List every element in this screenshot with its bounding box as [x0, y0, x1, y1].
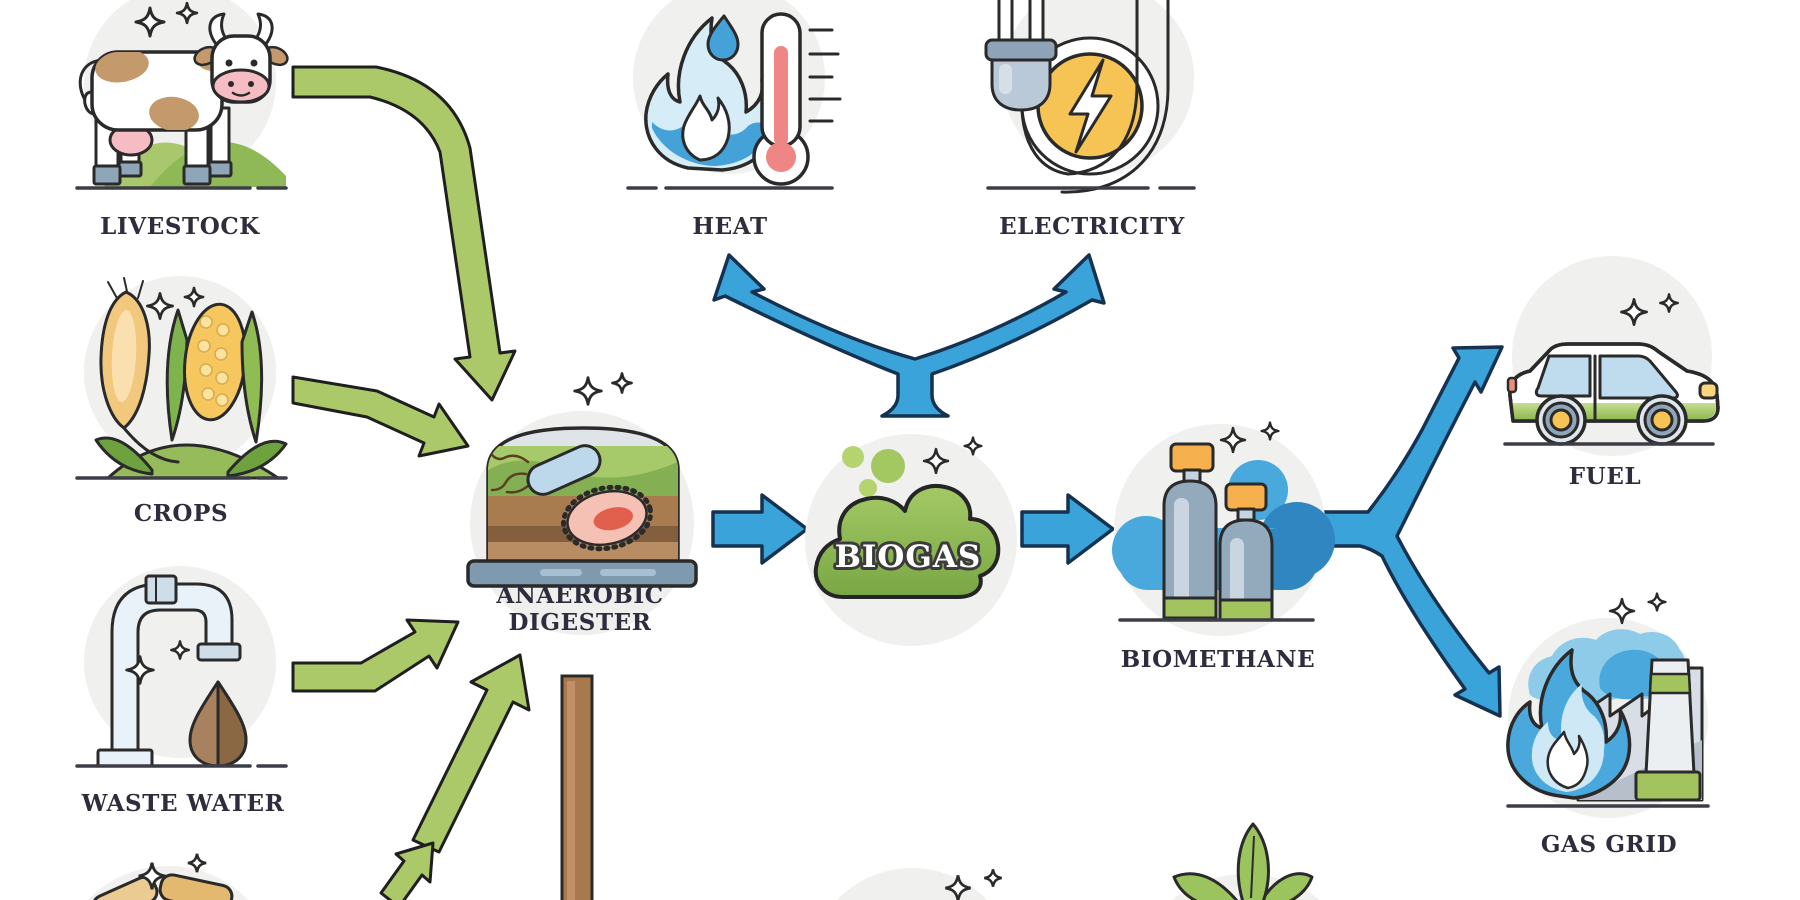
leaf	[94, 436, 154, 476]
thermometer-bulb-fill	[766, 142, 796, 172]
heat-flame-core	[681, 94, 731, 162]
plug-cap	[984, 38, 1058, 62]
arrow-crops-to-digester	[291, 375, 470, 458]
organic-waste-icon	[87, 852, 249, 900]
car-wheel	[1636, 394, 1688, 446]
tool-handle-pole	[560, 674, 594, 900]
thermometer-mercury	[774, 46, 788, 146]
power-cable	[1020, 0, 1170, 194]
plug-highlight	[999, 64, 1012, 94]
gas-bubble	[842, 446, 864, 468]
biogas-cloud	[813, 484, 1001, 599]
fuel-icon	[1503, 256, 1720, 456]
gas-bubble	[859, 479, 877, 497]
car-rear-window	[1534, 354, 1592, 398]
anaerobic-digester-icon	[466, 372, 698, 635]
gas-bubble	[871, 449, 905, 483]
waste-water-label: WASTE WATER	[81, 790, 285, 817]
leaf-vein	[1250, 835, 1255, 899]
chimney-base	[1634, 770, 1702, 802]
crops-label: CROPS	[133, 500, 229, 527]
heat-icon	[626, 0, 842, 190]
cow-mouth	[231, 91, 251, 97]
fuel-label: FUEL	[1568, 463, 1642, 490]
cow-muzzle	[211, 68, 271, 104]
arrow-biomethane-to-fuel-and-gasgrid	[1321, 345, 1504, 718]
car-headlight	[1698, 381, 1719, 400]
thermometer-ticks	[808, 28, 842, 123]
corn-cob	[165, 302, 264, 444]
plant-icon	[1172, 822, 1320, 900]
cow-nostril	[228, 81, 234, 87]
faucet-spout	[196, 642, 242, 662]
arrow-biogas-to-biomethane	[1020, 493, 1115, 565]
sparkle-icon	[983, 868, 1003, 888]
waste-water-icon	[75, 566, 288, 768]
arrow-wastewater-to-digester	[291, 618, 460, 693]
biogas-icon: BIOGAS	[805, 434, 1017, 646]
base-highlight	[540, 569, 582, 576]
plug-prong	[997, 0, 1014, 46]
water-droplet	[706, 14, 740, 62]
sparkle-icon	[611, 372, 633, 394]
sparkle-icon	[1647, 592, 1667, 612]
output-arrows	[711, 253, 1504, 718]
bottom-backdrop-circle	[836, 868, 988, 900]
anaerobic-digester-label-line1: ANAEROBIC	[496, 582, 664, 609]
input-arrows	[291, 65, 531, 900]
leaf	[1260, 872, 1314, 900]
gas-cylinder-tall	[1162, 442, 1218, 620]
gas-cylinder-short	[1218, 482, 1274, 622]
food-scrap-shape	[91, 875, 159, 900]
digester-base	[466, 559, 698, 588]
car-outline	[1508, 342, 1720, 423]
leaf	[226, 439, 288, 478]
car-taillight	[1506, 376, 1518, 394]
anaerobic-digester-label: ANAEROBIC DIGESTER	[496, 582, 663, 636]
cow-hooves	[92, 160, 233, 186]
plug-prong	[1028, 0, 1045, 46]
lightning-bolt-icon	[1068, 58, 1113, 154]
rod-bacterium	[526, 444, 602, 496]
faucet-base	[96, 748, 154, 768]
cow-eye	[225, 59, 233, 67]
spiky-bacterium-spikes	[561, 484, 653, 552]
base-highlight	[600, 569, 656, 576]
bottom-partial-icon	[836, 868, 1003, 900]
chimney-green-band	[1648, 672, 1692, 695]
spiky-bacterium-core	[593, 507, 633, 531]
biomethane-icon	[1112, 421, 1335, 636]
wheat-spike	[99, 277, 180, 464]
gas-grid-label: GAS GRID	[1540, 831, 1678, 858]
biomethane-label: BIOMETHANE	[1120, 646, 1316, 673]
gas-grid-icon	[1506, 592, 1710, 818]
livestock-label: LIVESTOCK	[100, 213, 260, 240]
arrow-bottom-long-to-digester	[411, 653, 531, 854]
leaf	[1172, 872, 1239, 900]
livestock-icon	[75, 0, 289, 190]
electricity-label: ELECTRICITY	[999, 213, 1185, 240]
arrow-livestock-to-digester	[291, 65, 517, 402]
electricity-icon	[984, 0, 1196, 194]
arrow-digester-to-biogas	[711, 493, 809, 565]
faucet-collar	[144, 574, 178, 605]
car-wheel	[1535, 394, 1587, 446]
cow-eye	[250, 59, 258, 67]
arrow-bottom-short	[379, 841, 435, 900]
crops-icon	[75, 276, 288, 480]
cow-nostril	[248, 81, 254, 87]
anaerobic-digester-label-line2: DIGESTER	[508, 609, 652, 636]
gas-flame-core	[1546, 730, 1589, 790]
biogas-label: BIOGAS	[835, 539, 982, 575]
sparkle-icon	[573, 376, 603, 406]
arrow-biogas-to-heat-and-electricity	[712, 253, 1106, 418]
food-scrap-shape	[158, 873, 234, 900]
heat-label: HEAT	[692, 213, 768, 240]
